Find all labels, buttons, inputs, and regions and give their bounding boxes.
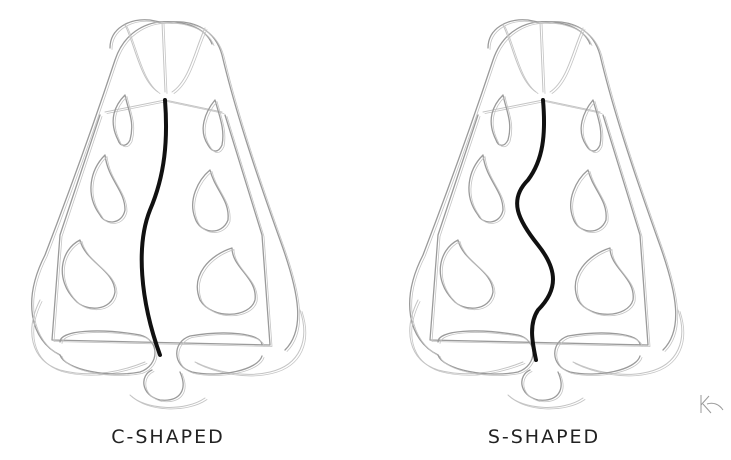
nostril — [177, 333, 262, 374]
nose-outline — [32, 22, 298, 355]
turbinate-shading — [93, 157, 127, 224]
nasal-tip-shading — [524, 372, 563, 402]
bridge-outline — [172, 28, 205, 92]
nose-outline-shading — [34, 23, 300, 356]
turbinate-shading — [64, 242, 117, 310]
artist-signature — [693, 392, 727, 416]
turbinate — [575, 248, 633, 314]
turbinate-shading — [471, 157, 505, 224]
nose-outline-shading — [412, 23, 678, 356]
nostril-shading — [179, 335, 264, 376]
turbinate — [581, 100, 601, 151]
bridge-outline — [488, 20, 590, 48]
nose-outline — [32, 300, 145, 374]
turbinate — [491, 95, 510, 145]
bridge-outline-shading — [174, 30, 207, 94]
nostril-shading — [557, 335, 642, 376]
turbinate — [62, 240, 115, 308]
nostril-shading — [440, 332, 535, 375]
nasal-septum — [517, 100, 553, 360]
bridge-outline-shading — [505, 27, 538, 94]
nostril-shading — [62, 332, 157, 375]
nose-outline — [195, 310, 304, 374]
bridge-outline-shading — [127, 27, 160, 94]
turbinate-shading — [577, 250, 635, 316]
s-shaped-nose-sketch — [410, 20, 684, 409]
turbinate — [440, 240, 493, 308]
bridge-outline-shading — [552, 30, 585, 94]
nose-outline — [410, 300, 523, 374]
c-shaped-caption: C-SHAPED — [111, 426, 225, 448]
nose-outline — [573, 310, 682, 374]
bridge-outline — [550, 28, 583, 92]
turbinate-shading — [442, 242, 495, 310]
c-shaped-nose-sketch — [32, 20, 306, 409]
s-shaped-caption: S-SHAPED — [488, 426, 600, 448]
nasal-septum — [142, 100, 166, 355]
nose-outline-shading — [34, 302, 147, 376]
turbinate — [197, 248, 255, 314]
nostril — [555, 333, 640, 374]
turbinate — [113, 95, 132, 145]
turbinate-shading — [199, 250, 257, 316]
nose-outline-shading — [412, 302, 525, 376]
bridge-outline — [110, 20, 212, 48]
turbinate — [203, 100, 223, 151]
nasal-tip-shading — [146, 372, 185, 402]
